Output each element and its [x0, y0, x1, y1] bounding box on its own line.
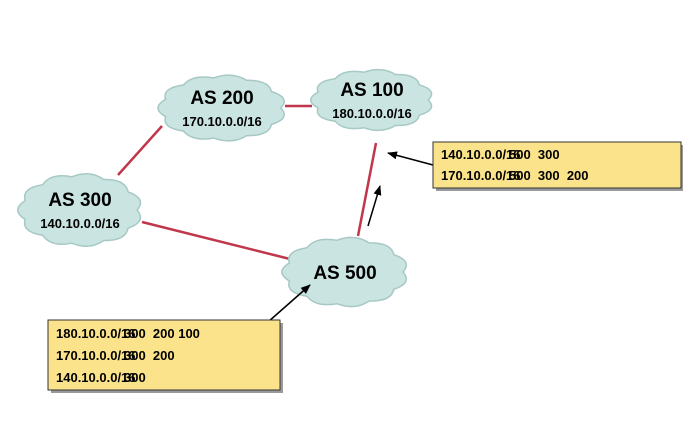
as-prefix: 170.10.0.0/16 [182, 114, 262, 129]
table-row-prefix: 180.10.0.0/16 [56, 326, 136, 341]
cloud-shape [17, 173, 142, 247]
cloud-as100: AS 100 180.10.0.0/16 [309, 68, 433, 132]
as-name: AS 300 [48, 190, 111, 211]
arrow-as500-table-to-as500 [267, 284, 311, 323]
link-as200-as300 [117, 125, 163, 176]
cloud-shape [157, 74, 285, 142]
table-row-as-path: 500 300 [509, 147, 560, 162]
link-as300-as500 [141, 220, 295, 262]
as-prefix: 180.10.0.0/16 [332, 106, 412, 121]
cloud-as200: AS 200 170.10.0.0/16 [157, 74, 285, 142]
arrows-layer [267, 151, 434, 323]
table-box [47, 319, 281, 391]
links-layer [117, 104, 378, 262]
arrow-as100-table-to-as100 [387, 151, 434, 166]
table-row-as-path: 300 200 [124, 348, 175, 363]
table-row-prefix: 170.10.0.0/16 [441, 168, 521, 183]
table-row-as-path: 300 [124, 370, 146, 385]
table-row-prefix: 140.10.0.0/16 [56, 370, 136, 385]
as-name: AS 500 [313, 263, 376, 284]
link-as500-as100 [356, 142, 378, 237]
table-row-as-path: 300 200 100 [124, 326, 200, 341]
as-prefix: 140.10.0.0/16 [40, 216, 120, 231]
cloud-shape [281, 236, 408, 308]
table-row-prefix: 140.10.0.0/16 [441, 147, 521, 162]
as-name: AS 200 [190, 88, 253, 109]
arrow-as500-up-to-as100 [367, 185, 382, 227]
table-box [432, 141, 682, 189]
as-name: AS 100 [340, 80, 403, 101]
cloud-as500: AS 500 [281, 236, 408, 308]
cloud-as300: AS 300 140.10.0.0/16 [17, 173, 142, 247]
table-row-prefix: 170.10.0.0/16 [56, 348, 136, 363]
table-row-as-path: 500 300 200 [509, 168, 589, 183]
cloud-shape [309, 68, 433, 132]
